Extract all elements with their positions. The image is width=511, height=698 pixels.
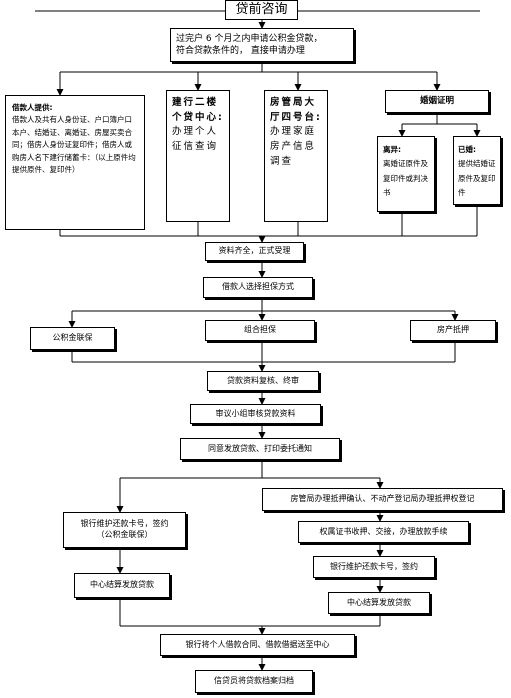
borrower-docs-box: 借款人提供: 借款人及共有人身份证、户口簿户口本户、结婚证、离婚证、房屋买卖合同… — [5, 95, 145, 230]
borrower-docs-heading: 借款人提供: — [12, 103, 53, 112]
option-house-text: 房产抵押 — [437, 325, 469, 335]
left-card-sign: 银行维护还款卡号，签约 （公积金联保） — [63, 512, 186, 548]
right-card-sign-text: 银行维护还款卡号，签约 — [330, 561, 418, 571]
top-condition-text: 过完户 6 个月之内申请公积金贷款， 符合贷款条件的， 直接申请办理 — [176, 33, 323, 56]
step-review-text: 贷款资料复核、终审 — [227, 375, 299, 385]
left-card-sign-text: 银行维护还款卡号，签约 （公积金联保） — [80, 519, 169, 539]
top-condition-box: 过完户 6 个月之内申请公积金贷款， 符合贷款条件的， 直接申请办理 — [170, 28, 354, 62]
left-center-settle: 中心结算发放贷款 — [74, 573, 170, 598]
option-house-mortgage: 房产抵押 — [410, 320, 496, 341]
borrower-docs-body: 借款人及共有人身份证、户口簿户口本户、结婚证、离婚证、房屋买卖合同；借房人身份证… — [12, 115, 136, 174]
married-box: 已婚: 提供结婚证原件及复印件 — [453, 136, 501, 205]
marriage-proof-box: 婚姻证明 — [385, 90, 489, 113]
step-review: 贷款资料复核、终审 — [207, 371, 319, 391]
step-notice: 同意发放贷款、打印委托通知 — [180, 438, 340, 460]
right-center-settle: 中心结算发放贷款 — [328, 592, 430, 614]
option-fund-guarantee: 公积金联保 — [30, 327, 115, 350]
divorced-heading: 离异: — [383, 145, 401, 154]
step-accept-text: 资料齐全，正式受理 — [218, 246, 291, 256]
option-combined-text: 组合担保 — [244, 325, 276, 335]
right-certificate-handover: 权属证书收押、交接，办理放款手续 — [298, 521, 469, 543]
bank-center-box: 建行二楼个贷中心: 办理个人征信查询 — [166, 90, 230, 222]
housing-hall-heading: 房管局大厅四号台: — [270, 97, 322, 123]
step-choose-guarantee: 借款人选择担保方式 — [203, 277, 313, 298]
married-body: 提供结婚证原件及复印件 — [458, 159, 496, 197]
housing-hall-body: 办理家庭房产信息调查 — [270, 126, 317, 167]
step-committee-text: 审议小组审核贷款资料 — [215, 408, 296, 418]
step-notice-text: 同意发放贷款、打印委托通知 — [208, 443, 312, 453]
step-committee: 审议小组审核贷款资料 — [190, 404, 321, 424]
step-contract-delivery: 银行将个人借款合同、借款借据送至中心 — [160, 634, 355, 656]
bank-center-body: 办理个人征信查询 — [172, 126, 219, 153]
left-center-settle-text: 中心结算发放贷款 — [90, 580, 154, 590]
step-contract-delivery-text: 银行将个人借款合同、借款借据送至中心 — [185, 639, 330, 649]
right-certificate-handover-text: 权属证书收押、交接，办理放款手续 — [319, 526, 448, 536]
right-mortgage-register-text: 房管局办理抵押确认、不动产登记局办理抵押权登记 — [290, 494, 475, 504]
divorced-body: 离婚证原件及复印件或判决书 — [383, 159, 428, 197]
step-accept: 资料齐全，正式受理 — [205, 242, 304, 261]
step-archive: 信贷员将贷款档案归档 — [195, 670, 313, 693]
step-choose-text: 借款人选择担保方式 — [222, 282, 294, 292]
right-mortgage-register: 房管局办理抵押确认、不动产登记局办理抵押权登记 — [262, 488, 503, 511]
married-heading: 已婚: — [458, 145, 476, 154]
right-center-settle-text: 中心结算发放贷款 — [347, 597, 411, 607]
right-card-sign: 银行维护还款卡号，签约 — [313, 556, 435, 578]
option-combined-guarantee: 组合担保 — [205, 320, 315, 341]
housing-hall-box: 房管局大厅四号台: 办理家庭房产信息调查 — [264, 90, 328, 222]
step-archive-text: 信贷员将贷款档案归档 — [214, 676, 294, 686]
bank-center-heading: 建行二楼个贷中心: — [172, 97, 224, 123]
divorced-box: 离异: 离婚证原件及复印件或判决书 — [377, 136, 435, 212]
title-box: 贷前咨询 — [225, 0, 298, 20]
marriage-proof-title: 婚姻证明 — [419, 95, 454, 106]
title-text: 贷前咨询 — [235, 2, 288, 18]
option-fund-text: 公积金联保 — [52, 333, 93, 343]
